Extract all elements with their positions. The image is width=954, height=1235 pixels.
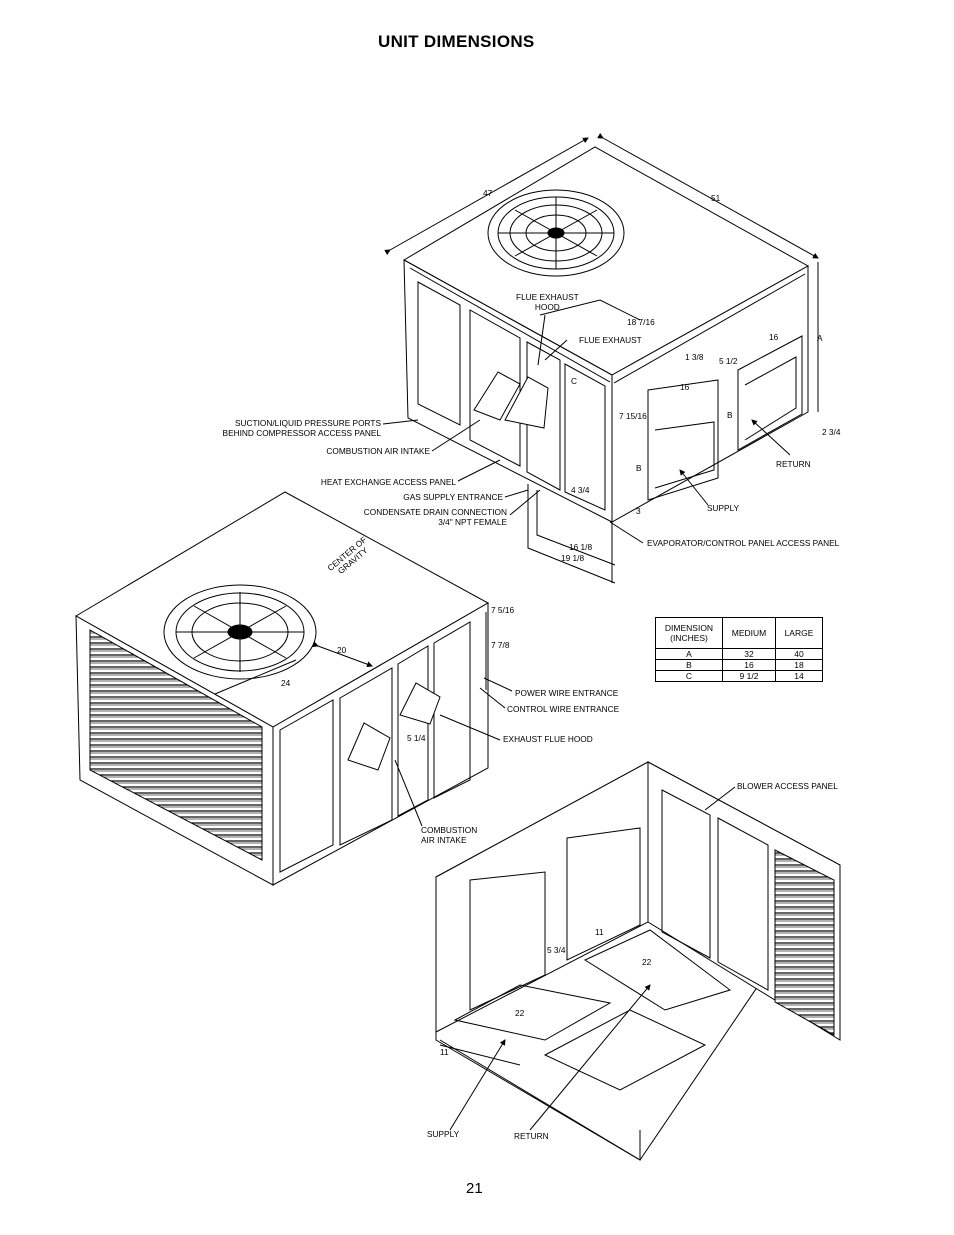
evap-panel-label: EVAPORATOR/CONTROL PANEL ACCESS PANEL [647,538,840,548]
dim-16-mid: 16 [680,382,690,392]
dim-5-1-2: 5 1/2 [719,356,738,366]
combustion-air-intake-mid-label: COMBUSTION AIR INTAKE [421,825,478,845]
dim-B-right: B [727,410,733,420]
dim-5-3-4: 5 3/4 [547,945,566,955]
page-number: 21 [466,1180,483,1197]
bottom-unit [435,761,841,1161]
heat-exchange-panel-label: HEAT EXCHANGE ACCESS PANEL [320,477,456,487]
dim-2-3-4: 2 3/4 [822,427,841,437]
dim-19-1-8: 19 1/8 [561,553,585,563]
table-header-dimension: DIMENSION (INCHES) [655,617,723,649]
dim-7-5-16: 7 5/16 [491,605,515,615]
flue-exhaust-hood-label: FLUE EXHAUST HOOD [516,292,579,312]
suction-ports-label-1: SUCTION/LIQUID PRESSURE PORTS [235,418,381,428]
table-row: C 9 1/2 14 [655,670,823,682]
table-header-large: LARGE [775,617,823,649]
condensate-label-1: CONDENSATE DRAIN CONNECTION [363,507,507,517]
table-cell: 9 1/2 [722,670,776,682]
dim-47: 47 [483,188,493,198]
condensate-label-2: 3/4" NPT FEMALE [438,517,507,527]
middle-unit [75,491,513,886]
dim-24: 24 [281,678,291,688]
top-unit [382,132,819,584]
dim-B-left: B [636,463,642,473]
dim-5-1-4: 5 1/4 [407,733,426,743]
exhaust-flue-hood-label: EXHAUST FLUE HOOD [503,734,593,744]
dim-C: C [571,376,577,386]
table-row: A 32 40 [655,648,823,660]
flue-exhaust-label: FLUE EXHAUST [579,335,642,345]
table-cell: 16 [722,659,776,671]
suction-ports-label-2: BEHIND COMPRESSOR ACCESS PANEL [222,428,381,438]
dim-22-left: 22 [515,1008,525,1018]
dimension-table: DIMENSION (INCHES) MEDIUM LARGE A 32 40 … [655,617,823,682]
supply-label-top: SUPPLY [707,503,740,513]
combustion-air-intake-label: COMBUSTION AIR INTAKE [326,446,430,456]
dim-18-7-16: 18 7/16 [627,317,655,327]
return-label-top: RETURN [776,459,811,469]
table-cell: 32 [722,648,776,660]
blower-panel-label: BLOWER ACCESS PANEL [737,781,838,791]
dim-7-7-8: 7 7/8 [491,640,510,650]
table-header-medium: MEDIUM [722,617,776,649]
supply-label-bottom: SUPPLY [427,1129,460,1139]
dim-16-top: 16 [769,332,779,342]
table-header-row: DIMENSION (INCHES) MEDIUM LARGE [655,617,823,649]
page-title: UNIT DIMENSIONS [378,32,535,51]
table-cell: B [655,659,723,671]
gas-supply-label: GAS SUPPLY ENTRANCE [403,492,503,502]
dim-4-3-4: 4 3/4 [571,485,590,495]
dim-A: A [817,333,823,343]
table-row: B 16 18 [655,659,823,671]
table-cell: 14 [775,670,823,682]
dim-11-bottom: 11 [440,1047,449,1057]
dim-16-1-8: 16 1/8 [569,542,593,552]
dim-51: 51 [711,193,721,203]
dim-7-15-16: 7 15/16 [619,411,647,421]
dim-1-3-8: 1 3/8 [685,352,704,362]
table-cell: 40 [775,648,823,660]
dim-22-right: 22 [642,957,652,967]
return-label-bottom: RETURN [514,1131,549,1141]
table-cell: C [655,670,723,682]
dim-20: 20 [337,645,347,655]
dim-3: 3 [636,506,641,516]
table-cell: A [655,648,723,660]
power-wire-label: POWER WIRE ENTRANCE [515,688,619,698]
table-cell: 18 [775,659,823,671]
control-wire-label: CONTROL WIRE ENTRANCE [507,704,620,714]
dim-11-top: 11 [595,927,604,937]
